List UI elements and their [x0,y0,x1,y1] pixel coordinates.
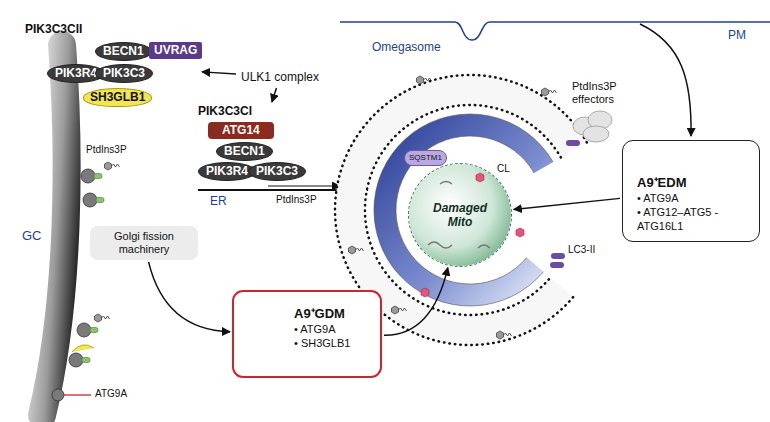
subunit-box: UVRAG [149,42,202,59]
node-text: A9⁺EDM [637,175,751,191]
arrow-connector [149,262,230,332]
subunit-ellipse: BECN1 [95,42,152,61]
arrow-connector [272,88,277,102]
subunit-crescent: SH3GLB1 [83,88,152,107]
arrow-connector [514,198,620,209]
node-text: PIK3C3CII [25,22,200,36]
node-text: ATG14 [222,125,260,136]
text-label: ER [210,194,227,208]
node-text: PIK3C3CI [198,104,318,118]
node-subtext: • ATG9A [637,191,751,205]
node-text: PIK3C3 [103,68,145,79]
arrow-connector [202,72,236,74]
text-label: PM [728,28,746,42]
node-text: Golgi fission machinery [98,230,190,256]
node-text: UVRAG [154,45,197,56]
subunit-ellipse: PIK3C3 [248,162,306,181]
complex-group: PIK3C3CI ATG14BECN1PIK3R4 PIK3C3 [198,104,318,186]
vesicle-box: A9⁺GDM• ATG9A• SH3GLB1 [232,290,382,378]
text-label: Omegasome [372,40,441,54]
text-label: CL [497,163,510,175]
machinery-box: Golgi fission machinery [90,226,198,260]
node-text: SQSTM1 [409,153,442,163]
subunit-ellipse: PIK3C3 [95,64,153,83]
node-text: PIK3C3 [256,166,298,177]
text-label: GC [22,228,42,244]
complex-group: PIK3C3CII PIK3R4 BECN1PIK3C3 UVRAG SH3GLB1 [25,22,200,110]
text-label: PtdIns3P [276,194,317,206]
node-text: ULK1 complex [241,70,319,84]
text-label: PtdIns3P [86,144,127,156]
node-subtext: • ATG12–ATG5 -ATG16L1 [637,205,751,233]
vesicle-box: A9⁺EDM• ATG9A• ATG12–ATG5 -ATG16L1 [622,140,760,242]
node-text: Damaged Mito [425,201,495,229]
node-text: A9⁺GDM [294,306,372,322]
node-text: PIK3R4 [55,68,97,79]
node-text: BECN1 [103,46,144,57]
node-text: SH3GLB1 [90,92,145,103]
node-subtext: • ATG9A [294,322,372,336]
node-text: BECN1 [224,146,265,157]
subunit-ellipse: BECN1 [216,142,273,161]
text-label: LC3-II [568,244,595,256]
subunit-box: ATG14 [208,122,274,139]
text-label: PtdIns3P effectors [572,80,634,106]
text-label: ATG9A [95,388,127,400]
complex-label: ULK1 complex [238,68,322,86]
mitochondrion: Damaged Mito [408,163,512,267]
node-subtext: • SH3GLB1 [294,336,372,350]
receptor-tag: SQSTM1 [404,150,447,166]
arrow-connector [384,268,448,336]
node-text: PIK3R4 [206,166,248,177]
